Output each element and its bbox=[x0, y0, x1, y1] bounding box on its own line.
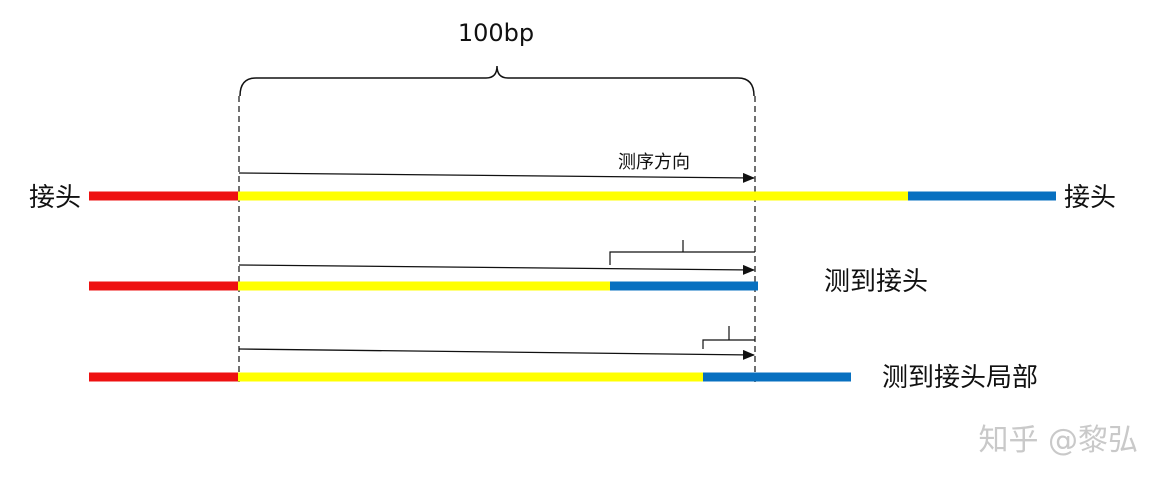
read-length-label: 100bp bbox=[458, 19, 534, 47]
row3-right-label: 测到接头局部 bbox=[882, 363, 1038, 393]
row2-adapter-brace bbox=[609, 240, 755, 265]
zhihu-watermark: 知乎 @黎弘 bbox=[978, 423, 1138, 458]
row1-right-adapter-label: 接头 bbox=[1064, 183, 1116, 213]
sequencing-direction-arrow bbox=[238, 172, 755, 183]
row2-right-label: 测到接头 bbox=[824, 267, 928, 297]
row1-left-adapter-label: 接头 bbox=[29, 183, 81, 213]
sequencing-direction-label: 测序方向 bbox=[618, 152, 690, 173]
read-length-brace bbox=[239, 65, 755, 97]
row3-read-arrow bbox=[238, 348, 755, 360]
row3-adapter-brace bbox=[702, 326, 755, 349]
row2-read-arrow bbox=[238, 264, 755, 275]
